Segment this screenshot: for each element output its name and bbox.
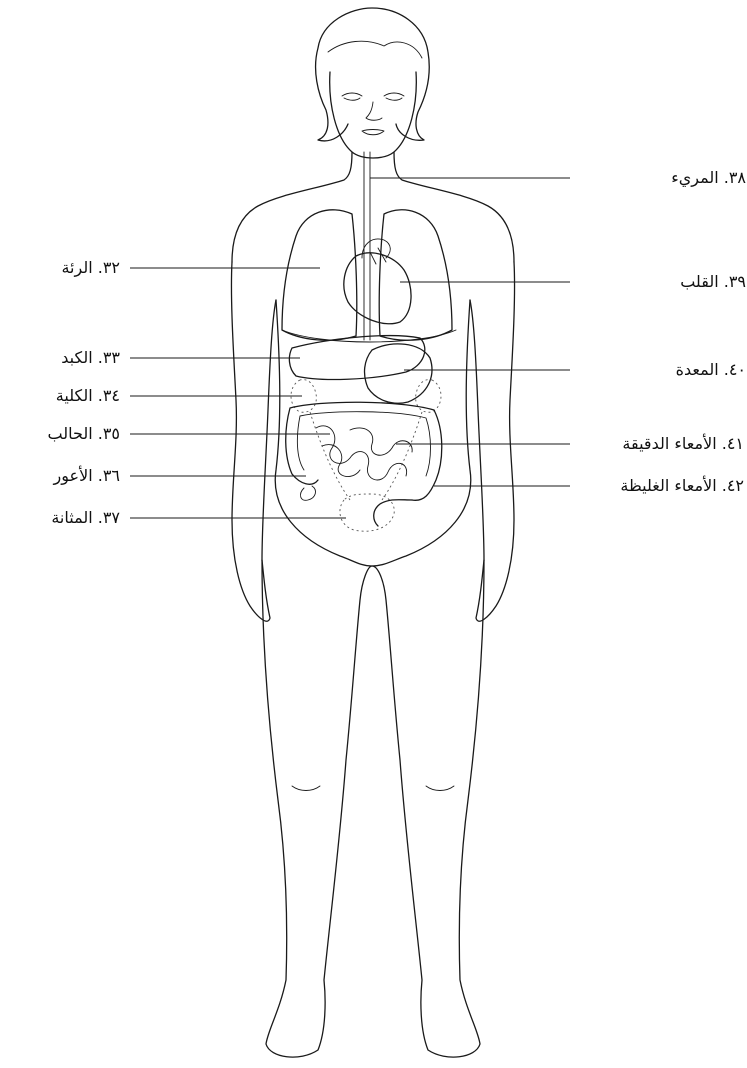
ureters	[310, 412, 422, 500]
left-arm-outline	[231, 262, 276, 621]
label-heart: ٣٩. القلب	[574, 272, 746, 292]
right-lung	[379, 210, 452, 340]
hair-fringe	[328, 41, 422, 58]
label-liver: ٣٣. الكبد	[2, 348, 120, 368]
label-ureter: ٣٥. الحالب	[2, 424, 120, 444]
label-lung: ٣٢. الرئة	[2, 258, 120, 278]
bladder	[340, 494, 394, 531]
label-bladder: ٣٧. المثانة	[2, 508, 120, 528]
knee-lines	[292, 786, 454, 791]
aorta	[362, 239, 390, 264]
label-stomach: ٤٠. المعدة	[574, 360, 746, 380]
hair-outline	[316, 8, 430, 141]
right-arm-outline	[470, 262, 515, 621]
mouth	[362, 130, 384, 135]
nose	[366, 102, 382, 120]
cecum	[301, 486, 316, 500]
label-cecum: ٣٦. الأعور	[2, 466, 120, 486]
legs-outline	[262, 560, 484, 1057]
neck-outline	[232, 152, 514, 262]
label-small-intestine: ٤١. الأمعاء الدقيقة	[572, 434, 744, 454]
right-eye	[384, 93, 404, 100]
face-outline	[330, 72, 417, 158]
left-lung	[282, 210, 357, 340]
large-intestine	[286, 402, 442, 500]
left-eye	[342, 93, 362, 100]
label-kidney: ٣٤. الكلية	[2, 386, 120, 406]
small-intestine	[316, 426, 412, 480]
label-large-intestine: ٤٢. الأمعاء الغليظة	[572, 476, 744, 496]
label-esophagus: ٣٨. المريء	[574, 168, 746, 188]
heart	[344, 253, 411, 324]
